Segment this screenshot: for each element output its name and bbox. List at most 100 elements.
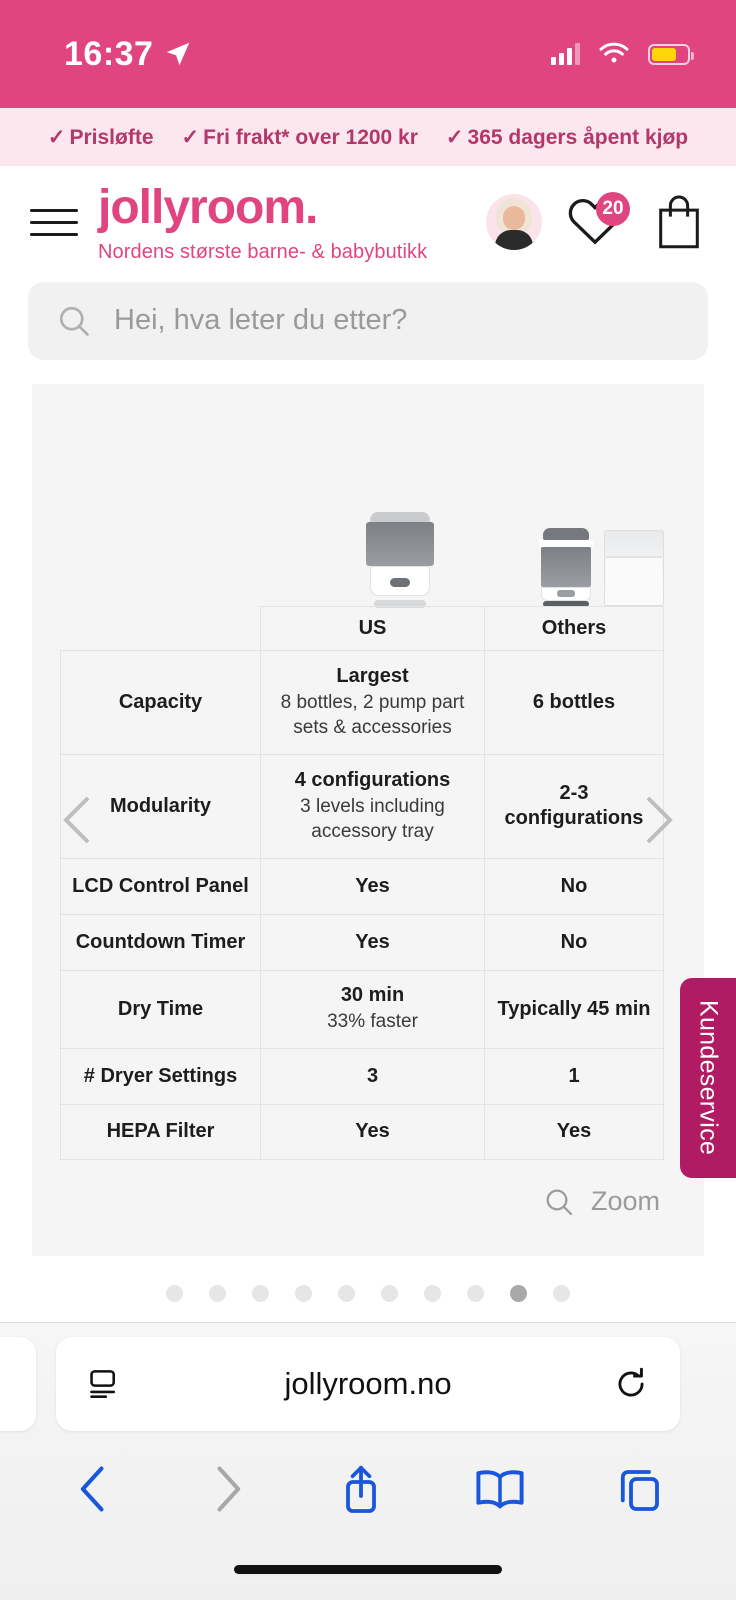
table-row: # Dryer Settings 3 1 <box>60 1047 664 1104</box>
search-bar[interactable]: Hei, hva leter du etter? <box>28 281 708 360</box>
customer-service-tab[interactable]: Kundeservice <box>680 978 736 1178</box>
check-icon: ✓ <box>181 125 200 149</box>
others-value: Yes <box>556 1120 592 1143</box>
clock: 16:37 <box>64 34 154 73</box>
chevron-right-icon <box>646 796 673 844</box>
status-bar-right <box>551 42 694 66</box>
product-photo-other-1 <box>537 527 595 608</box>
carousel-dot[interactable] <box>338 1285 355 1303</box>
us-subvalue: 33% faster <box>327 1011 418 1033</box>
others-value: No <box>560 874 588 897</box>
promo-bar: ✓Prisløfte ✓Fri frakt* over 1200 kr ✓365… <box>0 108 736 166</box>
others-value: No <box>560 930 588 953</box>
tabs-button[interactable] <box>616 1463 664 1515</box>
location-arrow-icon <box>167 42 190 66</box>
site-logo[interactable]: jollyroom. <box>98 181 318 234</box>
product-image-carousel[interactable]: US Others Capacity Largest 8 bottles, 2 … <box>32 383 704 1256</box>
carousel-prev-button[interactable] <box>58 792 98 848</box>
us-value: 4 configurations <box>294 769 451 792</box>
shopping-bag-icon[interactable] <box>652 194 706 250</box>
others-value: Typically 45 min <box>497 997 651 1020</box>
product-photo-other-2 <box>604 529 664 608</box>
check-icon: ✓ <box>445 125 464 149</box>
feature-label: Countdown Timer <box>75 930 246 953</box>
column-header-feature <box>60 606 260 650</box>
tab-strip: jollyroom.no <box>0 1337 736 1431</box>
chevron-left-icon <box>63 796 90 844</box>
search-icon <box>546 1189 573 1215</box>
url-text[interactable]: jollyroom.no <box>284 1366 452 1401</box>
brand-block[interactable]: jollyroom. Nordens største barne- & baby… <box>98 181 486 264</box>
others-value: 2-3 configurations <box>504 782 644 830</box>
share-button[interactable] <box>337 1463 385 1515</box>
safari-bottom-bar: jollyroom.no <box>0 1322 736 1600</box>
carousel-dot[interactable] <box>553 1285 570 1303</box>
carousel-dots <box>0 1255 736 1332</box>
wifi-icon <box>599 42 629 63</box>
table-row: Countdown Timer Yes No <box>60 913 664 970</box>
avatar[interactable] <box>486 194 542 250</box>
us-value: 3 <box>366 1064 379 1087</box>
us-value: Yes <box>355 930 390 953</box>
cellular-signal-icon <box>551 43 580 65</box>
carousel-dot[interactable] <box>295 1285 312 1303</box>
promo-label: Prisløfte <box>69 125 154 149</box>
others-value: 1 <box>568 1064 580 1087</box>
carousel-dot-active[interactable] <box>510 1285 527 1303</box>
hamburger-menu-icon[interactable] <box>30 200 78 245</box>
us-value: Largest <box>336 665 409 688</box>
zoom-button[interactable]: Zoom <box>543 1186 660 1218</box>
feature-label: Capacity <box>118 690 203 713</box>
us-subvalue: 8 bottles, 2 pump part sets & accessorie… <box>280 692 465 738</box>
promo-item-2: ✓365 dagers åpent kjøp <box>446 125 688 150</box>
forward-button <box>217 1466 240 1512</box>
carousel-dot[interactable] <box>467 1285 484 1303</box>
feature-label: Dry Time <box>117 997 204 1020</box>
table-header-row: US Others <box>60 605 664 650</box>
back-button[interactable] <box>72 1463 116 1515</box>
feature-label: # Dryer Settings <box>83 1064 238 1087</box>
customer-service-label: Kundeservice <box>694 1000 723 1156</box>
others-value: 6 bottles <box>532 690 616 713</box>
us-value: 30 min <box>340 984 405 1007</box>
reload-icon[interactable] <box>612 1365 650 1403</box>
comparison-infographic: US Others Capacity Largest 8 bottles, 2 … <box>32 384 704 1256</box>
ios-status-bar: 16:37 <box>0 0 736 108</box>
comparison-table: US Others Capacity Largest 8 bottles, 2 … <box>60 605 664 1160</box>
status-bar-left: 16:37 <box>64 35 193 74</box>
url-bar[interactable]: jollyroom.no <box>56 1337 680 1431</box>
us-subvalue: 3 levels including accessory tray <box>300 796 445 842</box>
adjacent-tab[interactable] <box>0 1337 36 1431</box>
promo-item-0: ✓Prisløfte <box>48 125 154 150</box>
bookmarks-button[interactable] <box>473 1463 527 1515</box>
table-row: Modularity 4 configurations 3 levels inc… <box>60 753 664 858</box>
carousel-dot[interactable] <box>424 1285 441 1303</box>
table-row: HEPA Filter Yes Yes <box>60 1103 664 1160</box>
us-value: Yes <box>355 874 390 897</box>
promo-item-1: ✓Fri frakt* over 1200 kr <box>182 125 418 150</box>
search-icon <box>59 306 89 336</box>
carousel-dot[interactable] <box>166 1285 183 1303</box>
table-row: LCD Control Panel Yes No <box>60 857 664 914</box>
favorites-count-badge: 20 <box>596 192 630 226</box>
site-tagline: Nordens største barne- & babybutikk <box>98 240 428 263</box>
product-photos <box>32 511 704 612</box>
check-icon: ✓ <box>47 125 66 149</box>
header-icons: 20 <box>486 192 706 250</box>
feature-label: LCD Control Panel <box>72 874 249 897</box>
zoom-label: Zoom <box>590 1186 660 1217</box>
reader-view-icon[interactable] <box>86 1365 124 1403</box>
us-value: Yes <box>355 1120 390 1143</box>
site-header: jollyroom. Nordens største barne- & baby… <box>0 166 736 264</box>
carousel-dot[interactable] <box>381 1285 398 1303</box>
favorites-button[interactable]: 20 <box>566 192 630 250</box>
battery-icon <box>648 43 694 65</box>
search-input[interactable]: Hei, hva leter du etter? <box>114 304 408 337</box>
home-indicator <box>234 1565 502 1574</box>
carousel-dot[interactable] <box>209 1285 226 1303</box>
promo-label: 365 dagers åpent kjøp <box>467 125 689 149</box>
carousel-dot[interactable] <box>252 1285 269 1303</box>
carousel-next-button[interactable] <box>638 792 678 848</box>
product-photo-us <box>364 511 436 612</box>
